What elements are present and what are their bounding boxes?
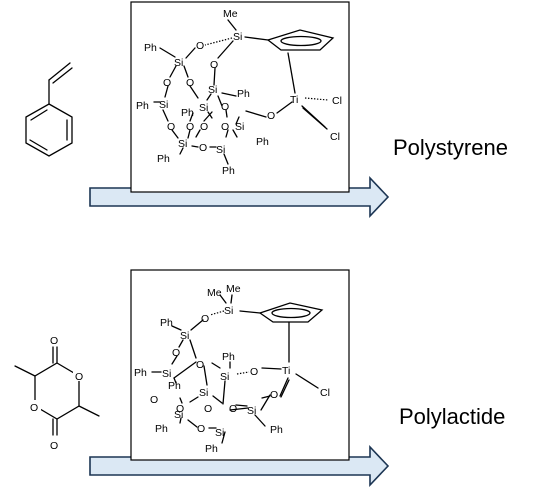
atom-si: Si: [208, 84, 217, 96]
atom-o: O: [199, 142, 207, 154]
atom-si: Si: [174, 57, 183, 69]
atom-o: O: [201, 313, 209, 325]
atom-o: O: [50, 440, 58, 452]
atom-cl: Cl: [330, 131, 340, 143]
atom-si: Si: [199, 102, 208, 114]
atom-si: Si: [159, 99, 168, 111]
atom-me: Me: [207, 287, 222, 299]
atom-o: O: [176, 403, 184, 415]
bottom-reaction-arrow: [89, 444, 390, 487]
atom-si: Si: [220, 371, 229, 383]
atom-ph: Ph: [136, 100, 149, 112]
atom-o: O: [186, 77, 194, 89]
lactide-structure: O O O O: [14, 335, 100, 452]
atom-si: Si: [162, 368, 171, 380]
atom-o: O: [250, 366, 258, 378]
atom-me: Me: [223, 8, 238, 20]
atom-si: Si: [199, 387, 208, 399]
atom-o: O: [50, 335, 58, 347]
atom-o: O: [172, 347, 180, 359]
atom-si: Si: [247, 405, 256, 417]
atom-ph: Ph: [181, 107, 194, 119]
atom-si: Si: [215, 427, 224, 439]
atom-o: O: [197, 423, 205, 435]
atom-ph: Ph: [256, 136, 269, 148]
atom-o: O: [221, 121, 229, 133]
product-label-polylactide: Polylactide: [399, 404, 505, 429]
atom-o: O: [200, 121, 208, 133]
atom-ph: Ph: [134, 367, 147, 379]
atom-si: Si: [233, 31, 242, 43]
atom-ti: Ti: [282, 365, 290, 377]
bottom-catalyst-structure: Me Me Si O Ph Si O Ph O Ph Si Si O Ti Cl…: [134, 283, 330, 455]
atom-ph: Ph: [237, 88, 250, 100]
atom-o: O: [270, 389, 278, 401]
atom-ph: Ph: [144, 42, 157, 54]
atom-si: Si: [224, 305, 233, 317]
atom-o: O: [221, 101, 229, 113]
product-label-polystyrene: Polystyrene: [393, 135, 508, 160]
atom-si: Si: [216, 144, 225, 156]
atom-si: Si: [174, 409, 183, 421]
atom-si: Si: [178, 138, 187, 150]
atom-o: O: [75, 371, 83, 383]
atom-o: O: [167, 121, 175, 133]
atom-ti: Ti: [290, 94, 298, 106]
atom-cl: Cl: [320, 387, 330, 399]
atom-ph: Ph: [222, 351, 235, 363]
atom-o: O: [196, 40, 204, 52]
atom-cl: Cl: [332, 95, 342, 107]
atom-o: O: [229, 403, 237, 415]
atom-ph: Ph: [205, 443, 218, 455]
atom-o: O: [196, 359, 204, 371]
atom-o: O: [186, 121, 194, 133]
atom-o: O: [150, 394, 158, 406]
top-catalyst-structure: Me Si O Ph Si O O O Si Ph Ph Si Ph Si O …: [136, 8, 342, 177]
atom-ph: Ph: [160, 317, 173, 329]
atom-ph: Ph: [270, 424, 283, 436]
atom-me: Me: [226, 283, 241, 295]
atom-ph: Ph: [222, 165, 235, 177]
atom-o: O: [163, 77, 171, 89]
styrene-structure: [25, 62, 73, 157]
atom-o: O: [204, 403, 212, 415]
atom-o: O: [267, 110, 275, 122]
atom-ph: Ph: [168, 380, 181, 392]
atom-ph: Ph: [155, 423, 168, 435]
atom-o: O: [30, 402, 38, 414]
atom-ph: Ph: [157, 153, 170, 165]
top-reaction-arrow: [89, 175, 390, 219]
atom-si: Si: [180, 330, 189, 342]
atom-o: O: [210, 59, 218, 71]
bottom-catalyst-box: [130, 269, 350, 461]
atom-si: Si: [235, 121, 244, 133]
